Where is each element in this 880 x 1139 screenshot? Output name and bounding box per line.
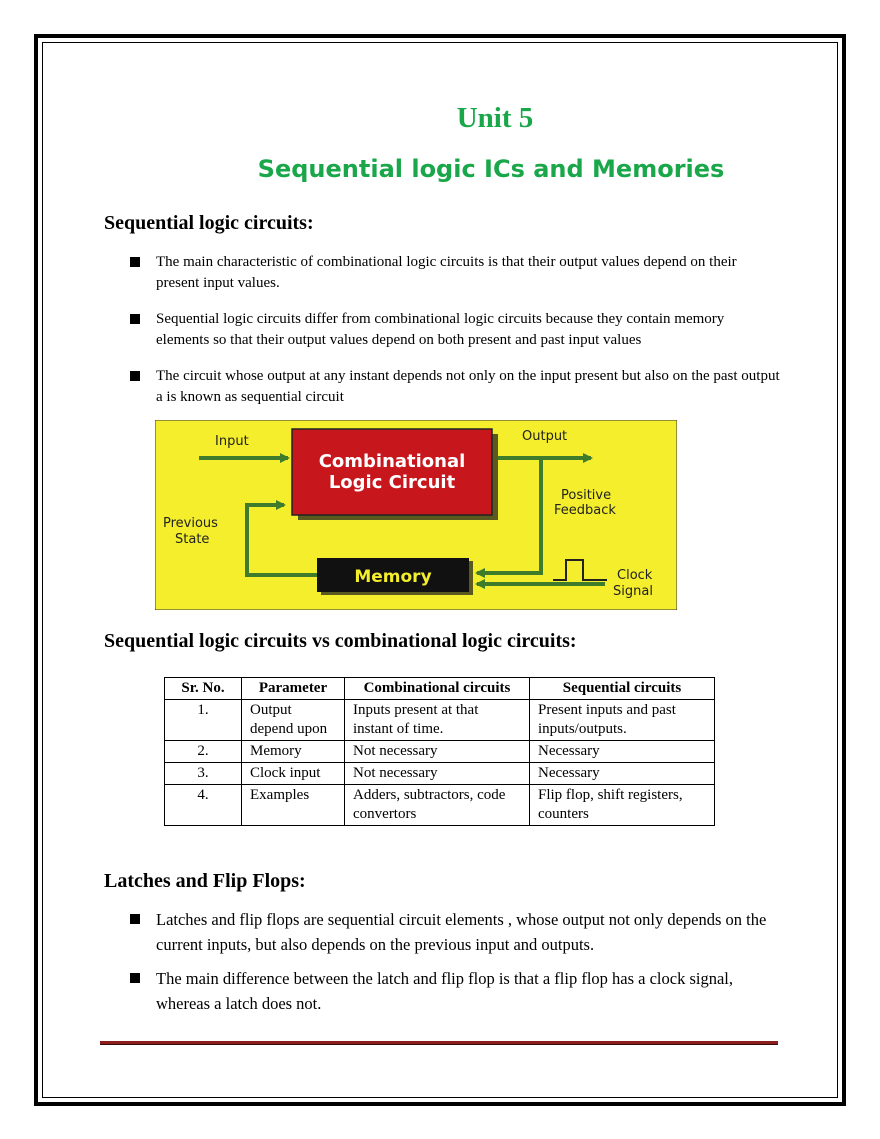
square-bullet-icon <box>130 314 140 324</box>
square-bullet-icon <box>130 371 140 381</box>
cell-combinational: Not necessary <box>344 740 530 763</box>
unit-title: Unit 5 <box>456 102 534 134</box>
cell-combinational: Not necessary <box>344 762 530 785</box>
header-sr-no: Sr. No. <box>164 677 242 700</box>
clock-label: Clock <box>617 568 653 583</box>
table-row: 1. Output depend upon Inputs present at … <box>164 699 715 741</box>
block-label-line2: Logic Circuit <box>329 472 456 493</box>
cell-combinational: Adders, subtractors, code convertors <box>344 784 530 826</box>
cell-sr-no: 1. <box>164 699 242 741</box>
cell-parameter: Clock input <box>241 762 345 785</box>
cell-sr-no: 4. <box>164 784 242 826</box>
sequential-circuit-diagram: Combinational Logic Circuit Memory Input… <box>155 420 677 610</box>
square-bullet-icon <box>130 914 140 924</box>
square-bullet-icon <box>130 973 140 983</box>
cell-sequential: Present inputs and past inputs/outputs. <box>529 699 715 741</box>
chapter-title: Sequential logic ICs and Memories <box>257 155 725 183</box>
header-sequential: Sequential circuits <box>529 677 715 700</box>
sequential-bullet-list: The main characteristic of combinational… <box>130 252 780 423</box>
section-heading-sequential: Sequential logic circuits: <box>104 212 314 234</box>
clock-pulse-icon <box>553 559 607 581</box>
cell-sr-no: 2. <box>164 740 242 763</box>
state-label: State <box>175 532 209 547</box>
block-label-line1: Combinational <box>319 451 466 472</box>
memory-label: Memory <box>354 567 431 587</box>
table-row: 2. Memory Not necessary Necessary <box>164 740 715 763</box>
page-border-outer <box>34 34 846 1106</box>
header-combinational: Combinational circuits <box>344 677 530 700</box>
input-label: Input <box>215 434 249 449</box>
previous-state-arrow <box>245 500 317 577</box>
latches-bullet-list: Latches and flip flops are sequential ci… <box>130 907 780 1025</box>
bullet-item: The main difference between the latch an… <box>130 966 780 1016</box>
section-heading-latches: Latches and Flip Flops: <box>104 870 306 892</box>
table-header-row: Sr. No. Parameter Combinational circuits… <box>164 677 715 700</box>
header-parameter: Parameter <box>241 677 345 700</box>
bullet-item: The circuit whose output at any instant … <box>130 366 780 408</box>
cell-sequential: Flip flop, shift registers, counters <box>529 784 715 826</box>
previous-label: Previous <box>163 516 218 531</box>
page-border-inner <box>42 42 838 1098</box>
cell-combinational: Inputs present at that instant of time. <box>344 699 530 741</box>
cell-sr-no: 3. <box>164 762 242 785</box>
output-label: Output <box>522 429 567 444</box>
footer-rule <box>100 1041 778 1045</box>
cell-parameter: Memory <box>241 740 345 763</box>
signal-label: Signal <box>613 584 653 599</box>
bullet-item: Latches and flip flops are sequential ci… <box>130 907 780 957</box>
cell-sequential: Necessary <box>529 740 715 763</box>
positive-label: Positive <box>561 488 611 503</box>
bullet-item: Sequential logic circuits differ from co… <box>130 309 780 351</box>
table-row: 4. Examples Adders, subtractors, code co… <box>164 784 715 826</box>
feedback-label: Feedback <box>554 503 616 518</box>
bullet-item: The main characteristic of combinational… <box>130 252 780 294</box>
cell-parameter: Examples <box>241 784 345 826</box>
combinational-logic-block <box>291 428 493 516</box>
feedback-arrow <box>475 458 543 578</box>
comparison-table: Sr. No. Parameter Combinational circuits… <box>164 677 715 826</box>
table-row: 3. Clock input Not necessary Necessary <box>164 762 715 785</box>
cell-parameter: Output depend upon <box>241 699 345 741</box>
square-bullet-icon <box>130 257 140 267</box>
cell-sequential: Necessary <box>529 762 715 785</box>
section-heading-comparison: Sequential logic circuits vs combination… <box>104 630 577 652</box>
memory-block <box>317 558 469 592</box>
